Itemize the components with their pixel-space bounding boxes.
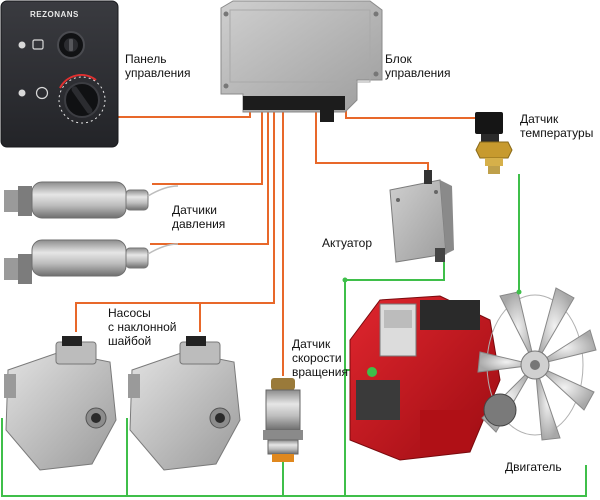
temperature-sensor	[475, 112, 513, 174]
engine-icon	[18, 86, 49, 100]
wire-pumps	[75, 110, 275, 332]
label-speed-sensor: Датчик скорости вращения	[292, 337, 348, 379]
speed-sensor	[263, 378, 303, 462]
label-pumps: Насосы с наклонной шайбой	[108, 306, 177, 348]
pressure-sensor-2	[4, 239, 179, 284]
label-pressure-sensors: Датчики давления	[172, 203, 226, 231]
pump-2	[128, 336, 241, 471]
wire-panel-to-control-unit	[116, 110, 251, 118]
orange-wires	[75, 110, 487, 376]
wire-temperature-sensor	[345, 110, 487, 119]
label-control-unit: Блок управления	[385, 52, 451, 80]
control-unit	[220, 0, 383, 122]
wire-actuator-to-engine	[345, 262, 445, 281]
pressure-sensor-1	[4, 181, 179, 219]
wire-pressure-sensor-2	[150, 110, 269, 245]
pump-1	[4, 336, 117, 471]
actuator	[389, 170, 454, 263]
label-control-panel: Панель управления	[125, 52, 191, 80]
control-panel: REZONANS	[0, 0, 119, 148]
key-switch-icon[interactable]	[57, 31, 85, 59]
label-actuator: Актуатор	[322, 236, 373, 250]
wire-bus-bottom	[1, 418, 587, 497]
engine-fan	[477, 287, 597, 441]
connection-dots	[342, 277, 522, 295]
wire-pressure-sensor-1	[152, 110, 263, 185]
brand-logo: REZONANS	[30, 10, 79, 19]
engine	[349, 287, 597, 461]
green-wires	[1, 174, 587, 497]
rotary-knob-icon[interactable]	[58, 74, 106, 124]
label-engine: Двигатель	[505, 460, 562, 474]
lamp-icon	[18, 39, 44, 50]
label-temperature-sensor: Датчик температуры	[520, 112, 594, 140]
